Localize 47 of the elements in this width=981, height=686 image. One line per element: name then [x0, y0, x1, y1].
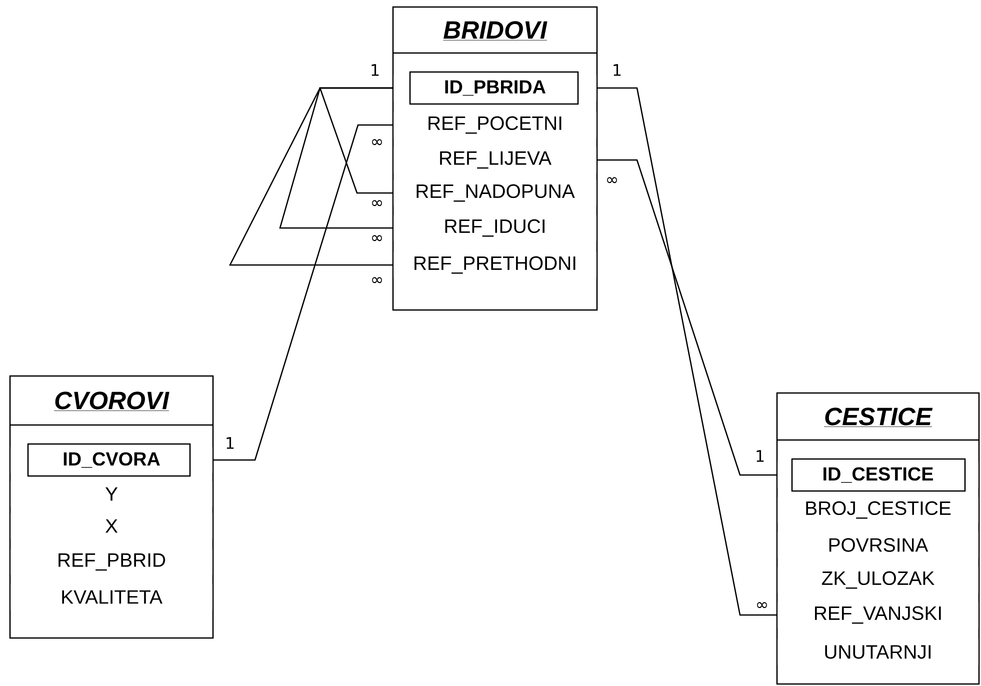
- field-row: REF_VANJSKI: [778, 602, 978, 628]
- field-row: UNUTARNJI: [778, 639, 978, 665]
- node-label: REF_POCETNI: [428, 116, 562, 134]
- field-row: X: [10, 513, 212, 539]
- cardinality-label: 1: [756, 450, 764, 462]
- node-label: REF_IDUCI: [445, 219, 544, 237]
- cardinality-label: ∞: [372, 200, 382, 206]
- relationship-line: [228, 87, 394, 266]
- node-label: Y: [105, 487, 118, 501]
- node-label: ZK_ULOZAK: [822, 571, 934, 589]
- key-field-box: ID_PBRIDA: [394, 71, 596, 105]
- cardinality-label: ∞: [372, 277, 382, 284]
- field-row: REF_LIJEVA: [394, 147, 596, 173]
- node-label: REF_VANJSKI: [815, 606, 941, 624]
- cardinality-label: 1: [372, 64, 379, 76]
- field-row: KVALITETA: [10, 584, 212, 610]
- cardinality-label: 1: [614, 64, 621, 76]
- relationship-line: [212, 124, 394, 461]
- node-label: UNUTARNJI: [825, 645, 931, 659]
- field-row: REF_NADOPUNA: [394, 180, 596, 206]
- field-row: REF_PRETHODNI: [394, 252, 596, 278]
- node-label: REF_PBRID: [58, 553, 166, 571]
- node-label: REF_PRETHODNI: [414, 256, 576, 274]
- cardinality-label: ∞: [372, 235, 382, 242]
- node-label: KVALITETA: [62, 590, 162, 604]
- key-field-box: ID_CESTICE: [778, 458, 978, 492]
- field-row: POVRSINA: [778, 532, 978, 558]
- cardinality-label: ∞: [757, 602, 767, 608]
- node-label: BROJ_CESTICE: [806, 501, 951, 519]
- field-row: REF_PBRID: [10, 549, 212, 575]
- field-row: REF_POCETNI: [394, 112, 596, 138]
- node-label: REF_LIJEVA: [440, 151, 552, 169]
- node-label: REF_NADOPUNA: [416, 184, 575, 202]
- node-label: X: [105, 519, 118, 533]
- field-row: Y: [10, 481, 212, 507]
- relationship-line: [279, 87, 394, 229]
- relationship-line: [596, 87, 778, 616]
- field-row: BROJ_CESTICE: [778, 497, 978, 523]
- cardinality-label: 1: [226, 437, 234, 449]
- field-row: ZK_ULOZAK: [778, 567, 978, 593]
- field-row: REF_IDUCI: [394, 215, 596, 241]
- cardinality-label: ∞: [607, 177, 617, 184]
- relationship-line: [596, 159, 778, 476]
- node-label: POVRSINA: [829, 538, 928, 552]
- key-field-box: ID_CVORA: [10, 443, 212, 477]
- relationship-line: [319, 87, 394, 194]
- cardinality-label: ∞: [372, 139, 382, 146]
